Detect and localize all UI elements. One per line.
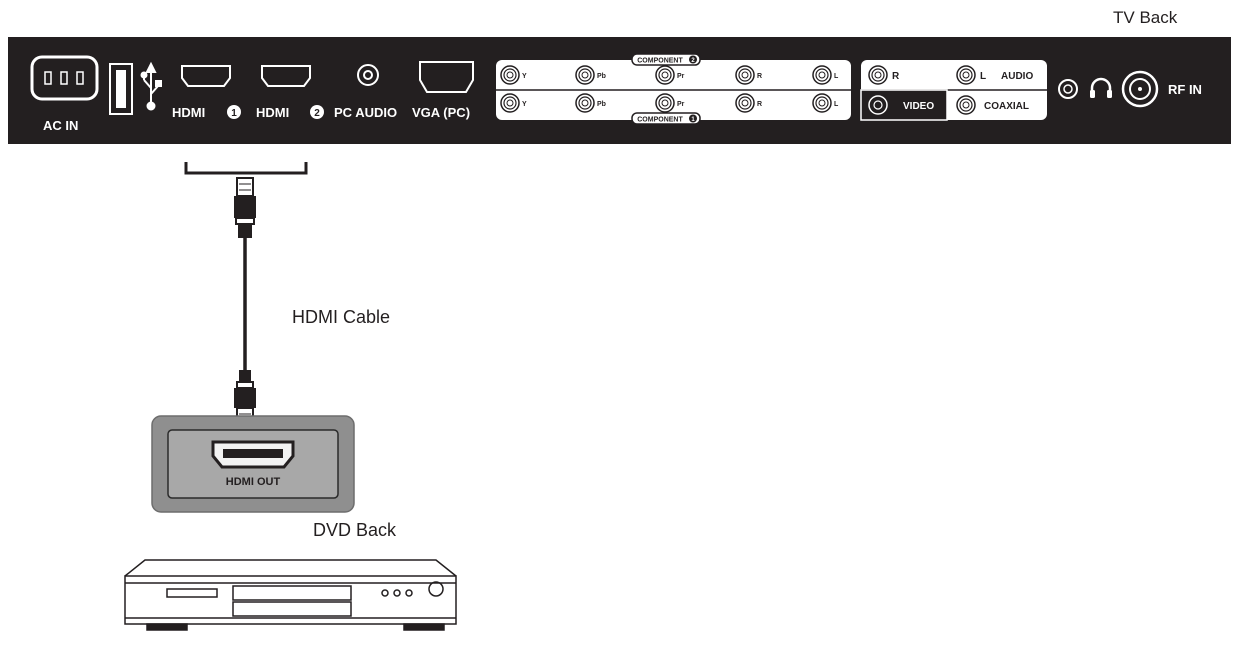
component1-pr-jack [655, 93, 675, 113]
coaxial-label: COAXIAL [984, 101, 1029, 112]
ac-in-label: AC IN [43, 118, 78, 133]
component1-number: 1 [691, 117, 695, 123]
component1-y-label: Y [522, 101, 527, 108]
component2-pb-jack [575, 65, 595, 85]
hdmi-cable-top-connector [234, 177, 256, 238]
dvd-player-illustration [124, 559, 457, 631]
component2-l-label: L [834, 73, 839, 80]
hdmi-port-bracket [184, 162, 308, 175]
component1-pb-label: Pb [597, 101, 606, 108]
hdmi1-label: HDMI [172, 105, 205, 120]
video-label: VIDEO [903, 101, 934, 112]
usb-port [109, 63, 133, 115]
hdmi2-port [261, 65, 311, 87]
component1-r-label: R [757, 101, 762, 108]
earphone-jack [1058, 79, 1078, 99]
component2-title: COMPONENT [637, 58, 683, 65]
audio-l-jack [956, 65, 976, 85]
vga-port [419, 61, 474, 93]
headphone-icon [1090, 77, 1112, 98]
component1-title: COMPONENT [637, 117, 683, 124]
hdmi2-number: 2 [314, 108, 320, 119]
component1-r-jack [735, 93, 755, 113]
hdmi2-label: HDMI [256, 105, 289, 120]
component2-r-jack [735, 65, 755, 85]
component1-l-label: L [834, 101, 839, 108]
component1-pb-jack [575, 93, 595, 113]
coaxial-jack [956, 95, 976, 115]
component2-pb-label: Pb [597, 73, 606, 80]
component2-l-jack [812, 65, 832, 85]
component2-r-label: R [757, 73, 762, 80]
component2-pr-label: Pr [677, 73, 685, 80]
av-input-block: R L AUDIO VIDEO COAXIAL [860, 60, 1047, 121]
audio-r-label: R [892, 71, 900, 82]
hdmi1-port [181, 65, 231, 87]
component2-number: 2 [691, 58, 695, 64]
hdmi2-number-badge [310, 105, 324, 119]
component1-l-jack [812, 93, 832, 113]
audio-r-jack [868, 65, 888, 85]
pc-audio-jack [357, 64, 379, 86]
vga-label: VGA (PC) [412, 105, 470, 120]
tv-back-caption: TV Back [1113, 8, 1178, 27]
rf-in-label: RF IN [1168, 82, 1202, 97]
video-jack [868, 95, 888, 115]
audio-l-label: L [980, 71, 986, 82]
ac-in-port [30, 55, 99, 101]
component2-y-label: Y [522, 73, 527, 80]
rf-in-connector [1121, 70, 1159, 108]
component2-pr-jack [655, 65, 675, 85]
pc-audio-label: PC AUDIO [334, 105, 397, 120]
hdmi-cable-caption: HDMI Cable [292, 307, 390, 327]
tv-rear-panel: AC IN HDMI 1 HDMI 2 PC [8, 37, 1231, 144]
usb-icon [140, 61, 162, 111]
dvd-hdmi-out-label: HDMI OUT [226, 476, 281, 488]
hdmi1-number: 1 [231, 108, 237, 119]
component1-pr-label: Pr [677, 101, 685, 108]
hdmi1-number-badge [227, 105, 241, 119]
dvd-back-caption: DVD Back [313, 520, 397, 540]
component2-y-jack [500, 65, 520, 85]
dvd-rear-panel: HDMI OUT [151, 415, 355, 513]
hdmi-cable [234, 177, 256, 425]
audio-label: AUDIO [1001, 71, 1033, 82]
component1-y-jack [500, 93, 520, 113]
